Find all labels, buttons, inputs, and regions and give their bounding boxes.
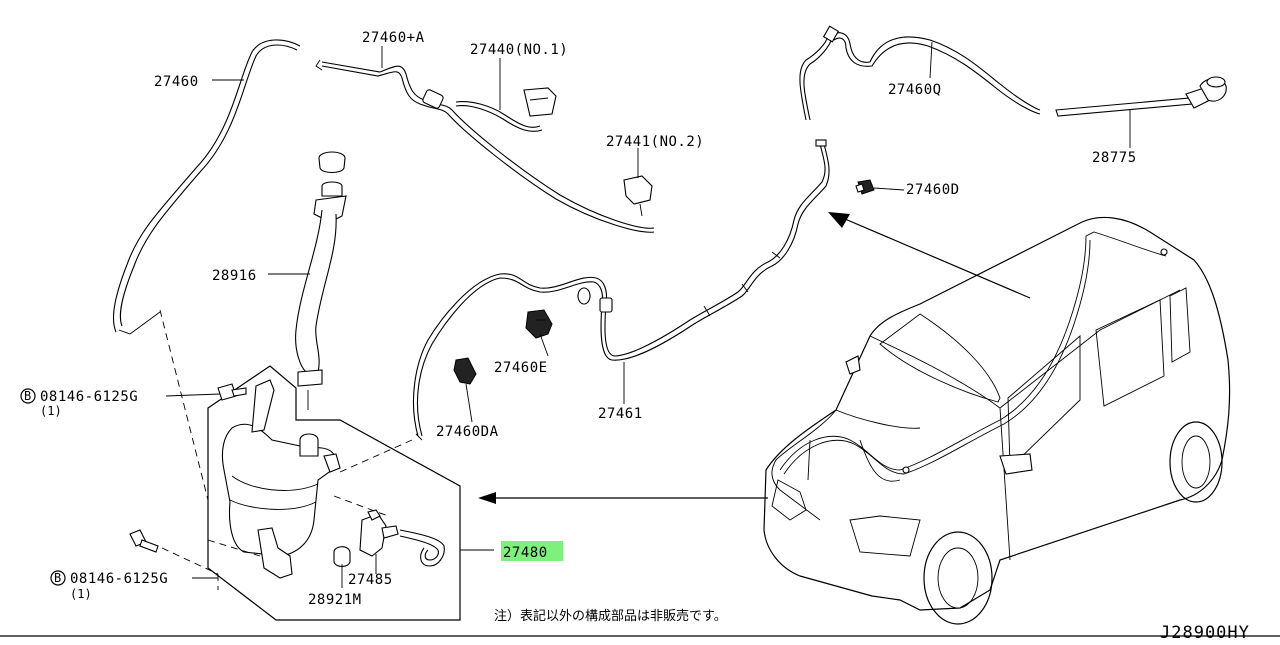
label-bolt-lower-qty: (1) [70,587,92,601]
label-28921M: 28921M [308,592,362,608]
clip-27460D [855,179,875,195]
label-28916: 28916 [212,268,257,284]
bolt-marker-upper-letter: B [24,389,31,403]
clip-27460DA [453,357,477,385]
hose-27460Q [799,25,1041,121]
vehicle-illustration [763,216,1231,625]
clip-27460E [525,309,553,339]
bolt-marker-lower [50,570,66,586]
leader-lines [165,41,1131,588]
reservoir-27480 [159,309,461,621]
highlight-27480 [501,541,563,561]
label-bolt-upper-qty: (1) [40,404,62,418]
label-27460: 27460 [154,74,199,90]
bolt-lower [129,529,159,553]
footnote: 注）表記以外の構成部品は非販売です。 [494,608,727,624]
label-bolt-lower: 08146-6125G [70,571,168,587]
nozzle-27441 [623,175,653,217]
label-27460D: 27460D [906,182,960,198]
part-28775 [1055,76,1227,117]
label-27461: 27461 [598,406,643,422]
label-27440: 27440(NO.1) [470,42,568,58]
label-28775: 28775 [1092,150,1137,166]
arrow-reservoir [478,492,768,504]
label-27460Q: 27460Q [888,82,942,98]
label-27460A: 27460+A [362,30,425,46]
label-27460DA: 27460DA [436,424,499,440]
arrow-rear-washer [828,212,1031,299]
label-27480: 27480 [503,545,548,561]
bolt-marker-lower-letter: B [54,571,61,585]
label-bolt-upper: 08146-6125G [40,389,138,405]
hose-27461 [413,139,830,441]
hose-27460A [315,59,655,233]
hose-27460 [113,39,301,335]
label-27485: 27485 [348,572,393,588]
filler-neck-28916 [295,151,347,410]
label-27460E: 27460E [494,360,548,376]
bolt-upper [217,383,247,401]
diagram-code: J28900HY [1160,623,1250,640]
bolt-marker-upper [20,388,36,404]
label-27441: 27441(NO.2) [606,134,704,150]
nozzle-27440 [455,87,557,132]
